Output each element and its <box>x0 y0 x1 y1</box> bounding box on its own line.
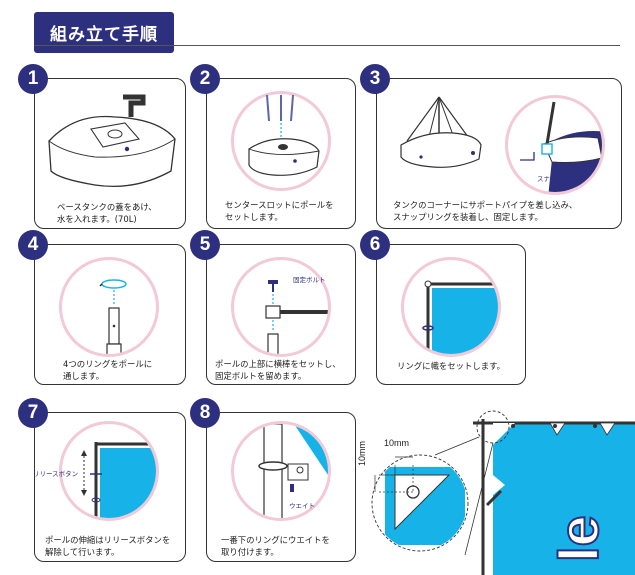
step-7-caption: ポールの伸縮はリリースボタンを 解除して行います。 <box>45 534 170 558</box>
step-5-detail-circle <box>231 257 331 357</box>
banner-set-illustration <box>422 280 498 354</box>
step-6-number-badge: 6 <box>360 230 390 260</box>
step-1-caption: ベースタンクの蓋をあけ、 水を入れます。(70L) <box>57 201 157 225</box>
step-7-panel: リリースボタン ポールの伸縮はリリースボタンを 解除して行います。 <box>33 412 186 562</box>
step-5-caption: ポールの上部に横棒をセットし、 固定ボルトを留めます。 <box>215 358 341 382</box>
step-5-number-badge: 5 <box>190 230 220 260</box>
caption-line: ポールの伸縮はリリースボタンを <box>45 535 171 545</box>
weight-attach-illustration <box>258 424 328 518</box>
step-1-panel: ベースタンクの蓋をあけ、 水を入れます。(70L) <box>34 78 186 229</box>
step-4-panel: 4つのリングをポールに 通します。 <box>34 244 186 385</box>
caption-line: タンクのコーナーにサポートパイプを差し込み、 <box>393 200 578 210</box>
step-3-number-badge: 3 <box>360 64 390 94</box>
step-7-number-badge: 7 <box>18 398 48 428</box>
step-3-panel: スナップリング タンクのコーナーにサポートパイプを差し込み、 スナップリングを装… <box>376 78 622 229</box>
caption-line: セットします。 <box>225 212 283 222</box>
step-2-caption: センタースロットにポールを セットします。 <box>225 199 333 223</box>
caption-line: 通します。 <box>63 371 105 381</box>
caption-line: センタースロットにポールを <box>225 200 334 210</box>
base-tank-illustration <box>48 94 176 188</box>
page-title: 組み立て手順 <box>34 12 174 53</box>
caption-line: 固定ボルトを留めます。 <box>215 371 307 381</box>
step-7-detail-circle <box>59 421 159 521</box>
title-divider <box>34 45 620 46</box>
step-6-panel: リングに幟をセットします。 <box>376 244 526 385</box>
release-button-illustration <box>81 442 156 518</box>
step-3-caption: タンクのコーナーにサポートパイプを差し込み、 スナップリングを装着し、固定します… <box>393 199 577 223</box>
step-2-panel: センタースロットにポールを セットします。 <box>206 78 356 229</box>
dimension-vertical-label: 10mm <box>357 440 367 466</box>
pole-insert-illustration <box>248 94 320 176</box>
release-button-label: リリースボタン <box>33 470 79 478</box>
weight-label: ウエイト <box>289 502 315 510</box>
caption-line: ポールの上部に横棒をセットし、 <box>215 359 341 369</box>
page-title-box: 組み立て手順 <box>34 12 174 53</box>
step-3-detail-circle <box>505 95 605 195</box>
step-8-number-badge: 8 <box>190 398 220 428</box>
step-8-detail-circle <box>231 421 331 521</box>
ring-on-pole-illustration <box>99 279 127 354</box>
step-8-caption: 一番下のリングにウエイトを 取り付けます。 <box>221 534 330 558</box>
caption-line: 取り付けます。 <box>221 547 279 557</box>
caption-line: スナップリングを装着し、固定します。 <box>393 212 543 222</box>
banner-text-box: le <box>536 492 616 572</box>
crossbar-bolt-illustration <box>265 280 328 354</box>
caption-line: 一番下のリングにウエイトを <box>221 535 330 545</box>
dimension-horizontal-label: 10mm <box>384 438 410 448</box>
step-2-number-badge: 2 <box>190 64 220 94</box>
caption-line: 4つのリングをポールに <box>63 359 153 369</box>
step-5-panel: 固定ボルト ポールの上部に横棒をセットし、 固定ボルトを留めます。 <box>206 244 356 385</box>
caption-line: 水を入れます。(70L) <box>57 214 137 224</box>
caption-line: ベースタンクの蓋をあけ、 <box>57 202 157 212</box>
fixing-bolt-label: 固定ボルト <box>293 276 326 284</box>
step-4-caption: 4つのリングをポールに 通します。 <box>63 358 152 382</box>
caption-line: リングに幟をセットします。 <box>397 361 506 371</box>
step-6-detail-circle <box>401 257 501 357</box>
step-4-number-badge: 4 <box>18 230 48 260</box>
banner-corner-detail <box>371 410 635 575</box>
snap-ring-closeup <box>520 101 602 192</box>
snap-ring-label: スナップリング <box>537 175 583 183</box>
step-1-number-badge: 1 <box>18 64 48 94</box>
support-pipe-illustration <box>400 96 482 168</box>
step-8-panel: ウエイト 一番下のリングにウエイトを 取り付けます。 <box>206 412 356 562</box>
step-4-detail-circle <box>59 257 159 357</box>
banner-text: le <box>546 514 611 563</box>
step-6-caption: リングに幟をセットします。 <box>397 360 505 372</box>
caption-line: 解除して行います。 <box>45 547 120 557</box>
